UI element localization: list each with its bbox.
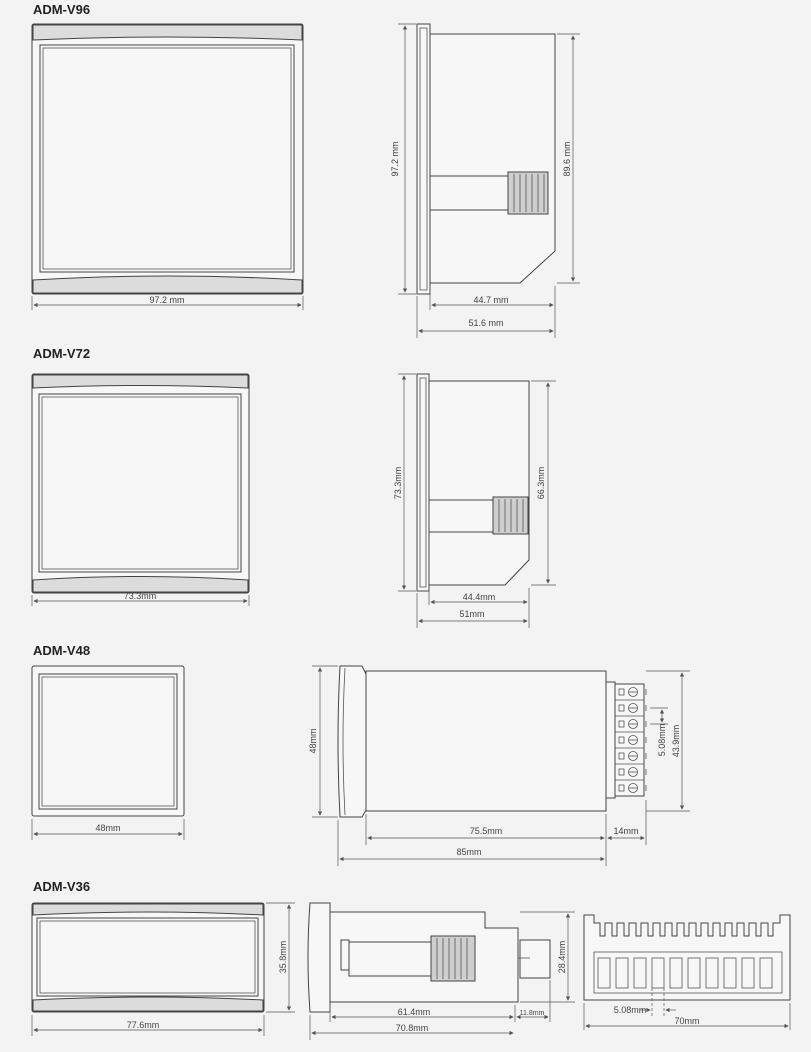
v48-total-label: 85mm xyxy=(456,847,481,857)
v72-side-dimensions: 73.3mm 66.3mm 44.4mm 51mm xyxy=(393,373,556,628)
v96-total-depth-label: 51.6 mm xyxy=(468,318,503,328)
v48-body-length-label: 75.5mm xyxy=(470,826,503,836)
v72-depth-label: 44.4mm xyxy=(463,592,496,602)
v36-front-dimensions: 77.6mm 35.8mm xyxy=(31,902,295,1036)
v48-terminal-height-label: 43.9mm xyxy=(671,725,681,758)
v96-front-view xyxy=(31,23,304,295)
v72-total-depth-label: 51mm xyxy=(459,609,484,619)
v36-back-pitch-label: 5.08mm xyxy=(614,1005,647,1015)
v48-side-view xyxy=(337,665,647,818)
v96-depth-label: 44.7 mm xyxy=(473,295,508,305)
v96-side-dimensions: 97.2 mm 89.6 mm 44.7 mm 51.6 mm xyxy=(390,23,580,338)
v72-front-width-label: 73.3mm xyxy=(124,591,157,601)
v36-back-width-label: 70mm xyxy=(674,1016,699,1026)
v48-side-dimensions: 48mm 5.08mm 43.9mm 75.5mm 14mm 85mm xyxy=(308,665,690,866)
v36-side-dimensions: 28.4mm 61.4mm 11.8mm 70.8mm xyxy=(309,911,575,1040)
v96-body-height-label: 89.6 mm xyxy=(562,141,572,176)
v96-side-height-label: 97.2 mm xyxy=(390,141,400,176)
v96-front-width-label: 97.2 mm xyxy=(149,295,184,305)
v36-side-view xyxy=(307,902,551,1013)
v36-front-view xyxy=(31,902,265,1013)
v48-pitch-label: 5.08mm xyxy=(657,724,667,757)
section-title-v96: ADM-V96 xyxy=(33,2,91,17)
v36-body-label: 61.4mm xyxy=(398,1007,431,1017)
section-title-v48: ADM-V48 xyxy=(33,643,91,658)
v36-side-height-label: 28.4mm xyxy=(557,941,567,974)
v48-front-view xyxy=(31,665,185,817)
v48-terminal-label: 14mm xyxy=(613,826,638,836)
section-title-v72: ADM-V72 xyxy=(33,346,91,361)
v48-front-width-label: 48mm xyxy=(95,823,120,833)
v48-front-width-dimension: 48mm xyxy=(31,819,185,840)
v72-front-width-dimension: 73.3mm xyxy=(31,591,250,606)
v72-side-view xyxy=(416,373,530,592)
v72-body-height-label: 66.3mm xyxy=(536,467,546,500)
v36-terminal-label: 11.8mm xyxy=(520,1010,545,1017)
v96-front-width-dimension: 97.2 mm xyxy=(31,295,304,310)
v36-total-label: 70.8mm xyxy=(396,1023,429,1033)
v36-back-view xyxy=(583,914,791,1001)
v36-back-dimensions: 5.08mm 70mm xyxy=(583,988,791,1030)
v36-front-height-label: 35.8mm xyxy=(278,941,288,974)
v96-side-view xyxy=(416,23,556,295)
v72-front-view xyxy=(31,373,250,594)
v48-side-height-label: 48mm xyxy=(308,728,318,753)
section-title-v36: ADM-V36 xyxy=(33,879,91,894)
v36-front-width-label: 77.6mm xyxy=(127,1020,160,1030)
v72-side-height-label: 73.3mm xyxy=(393,467,403,500)
